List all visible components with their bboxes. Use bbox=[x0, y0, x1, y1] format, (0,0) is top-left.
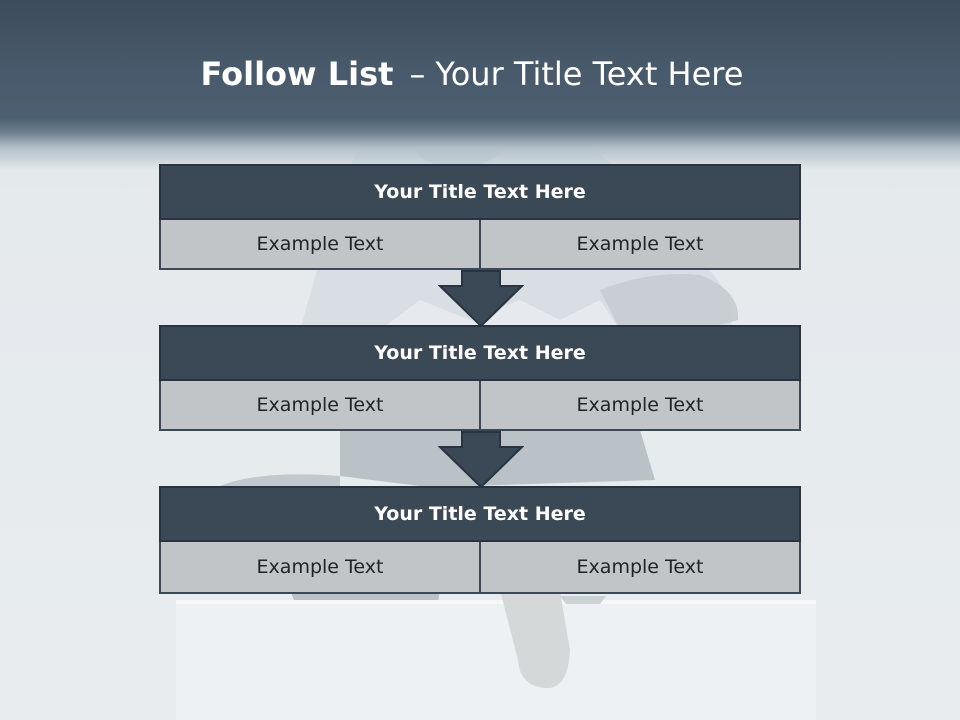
step-cell-right: Example Text bbox=[479, 220, 801, 270]
step-title: Your Title Text Here bbox=[159, 164, 801, 220]
header-band bbox=[0, 0, 960, 170]
slide-title-bold: Follow List bbox=[200, 55, 394, 93]
step-row: Example Text Example Text bbox=[159, 220, 801, 270]
step-block-3: Your Title Text Here Example Text Exampl… bbox=[159, 486, 801, 594]
step-cell-right: Example Text bbox=[479, 381, 801, 431]
step-cell-left: Example Text bbox=[159, 542, 479, 594]
step-block-2: Your Title Text Here Example Text Exampl… bbox=[159, 325, 801, 431]
step-title: Your Title Text Here bbox=[159, 486, 801, 542]
slide-title-separator: – bbox=[409, 55, 426, 93]
step-row: Example Text Example Text bbox=[159, 542, 801, 594]
step-row: Example Text Example Text bbox=[159, 381, 801, 431]
down-arrow-icon bbox=[438, 431, 524, 489]
slide-title-text: Your Title Text Here bbox=[435, 55, 744, 93]
slide-title: Follow List–Your Title Text Here bbox=[0, 52, 944, 96]
step-block-1: Your Title Text Here Example Text Exampl… bbox=[159, 164, 801, 270]
step-title: Your Title Text Here bbox=[159, 325, 801, 381]
down-arrow-icon bbox=[438, 270, 524, 328]
step-cell-left: Example Text bbox=[159, 220, 479, 270]
step-cell-left: Example Text bbox=[159, 381, 479, 431]
step-cell-right: Example Text bbox=[479, 542, 801, 594]
